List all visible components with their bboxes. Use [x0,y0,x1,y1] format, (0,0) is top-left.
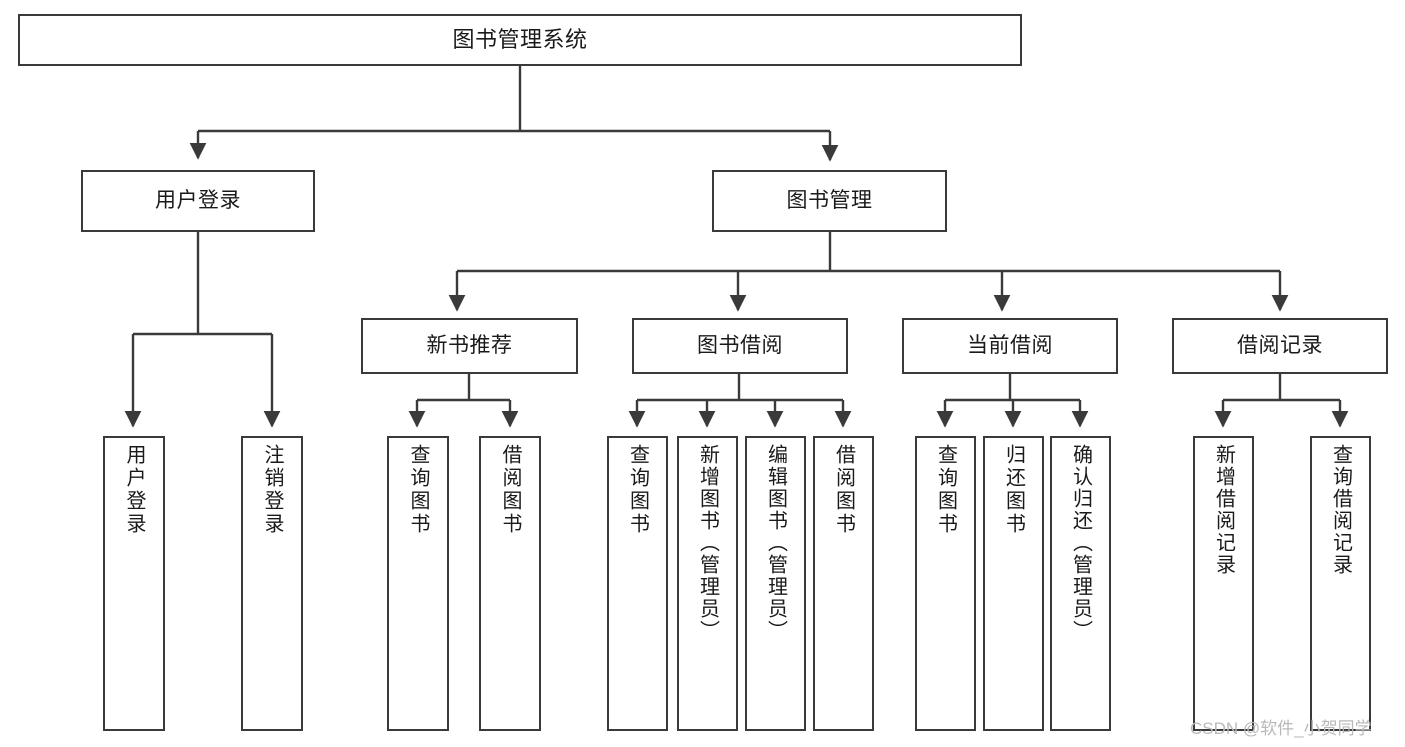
leaf-query-book-recommend[interactable]: 查询图书 [387,436,449,731]
leaf-logout[interactable]: 注销登录 [241,436,303,731]
leaf-borrow-book-recommend-label: 借阅图书 [499,444,521,536]
leaf-user-login-label: 用户登录 [123,444,145,536]
node-current-borrow[interactable]: 当前借阅 [902,318,1118,374]
leaf-query-book-borrow-label: 查询图书 [626,444,649,536]
node-user-login[interactable]: 用户登录 [81,170,315,232]
leaf-return-book-label: 归还图书 [1002,444,1025,536]
leaf-borrow-book[interactable]: 借阅图书 [813,436,874,731]
leaf-add-borrow-record[interactable]: 新增借阅记录 [1193,436,1254,731]
node-user-login-label: 用户登录 [155,188,241,212]
node-current-borrow-label: 当前借阅 [967,333,1053,357]
leaf-user-login[interactable]: 用户登录 [103,436,165,731]
leaf-borrow-book-recommend[interactable]: 借阅图书 [479,436,541,731]
node-new-book-recommend-label: 新书推荐 [426,333,513,357]
leaf-query-book-recommend-label: 查询图书 [407,444,429,536]
node-borrow-records-label: 借阅记录 [1237,333,1323,357]
leaf-borrow-book-label: 借阅图书 [832,444,855,536]
node-book-borrow[interactable]: 图书借阅 [632,318,848,374]
node-book-management-label: 图书管理 [786,188,873,212]
leaf-add-book-admin[interactable]: 新增图书（管理员） [677,436,738,731]
node-root-label: 图书管理系统 [452,27,588,53]
node-book-management[interactable]: 图书管理 [712,170,947,232]
leaf-add-book-admin-label: 新增图书（管理员） [696,444,719,642]
leaf-query-borrow-record[interactable]: 查询借阅记录 [1310,436,1371,731]
leaf-edit-book-admin[interactable]: 编辑图书（管理员） [745,436,806,731]
node-book-borrow-label: 图书借阅 [697,333,783,357]
leaf-return-book[interactable]: 归还图书 [983,436,1044,731]
node-borrow-records[interactable]: 借阅记录 [1172,318,1388,374]
leaf-query-book-current[interactable]: 查询图书 [915,436,976,731]
leaf-add-borrow-record-label: 新增借阅记录 [1212,444,1235,576]
leaf-query-borrow-record-label: 查询借阅记录 [1329,444,1352,576]
leaf-confirm-return-admin-label: 确认归还（管理员） [1069,444,1092,642]
leaf-confirm-return-admin[interactable]: 确认归还（管理员） [1050,436,1111,731]
leaf-logout-label: 注销登录 [261,444,283,536]
csdn-watermark: CSDN @软件_小贺同学 [1190,719,1372,738]
leaf-query-book-borrow[interactable]: 查询图书 [607,436,668,731]
leaf-query-book-current-label: 查询图书 [934,444,957,536]
node-root[interactable]: 图书管理系统 [18,14,1022,66]
leaf-edit-book-admin-label: 编辑图书（管理员） [764,444,787,642]
node-new-book-recommend[interactable]: 新书推荐 [361,318,578,374]
